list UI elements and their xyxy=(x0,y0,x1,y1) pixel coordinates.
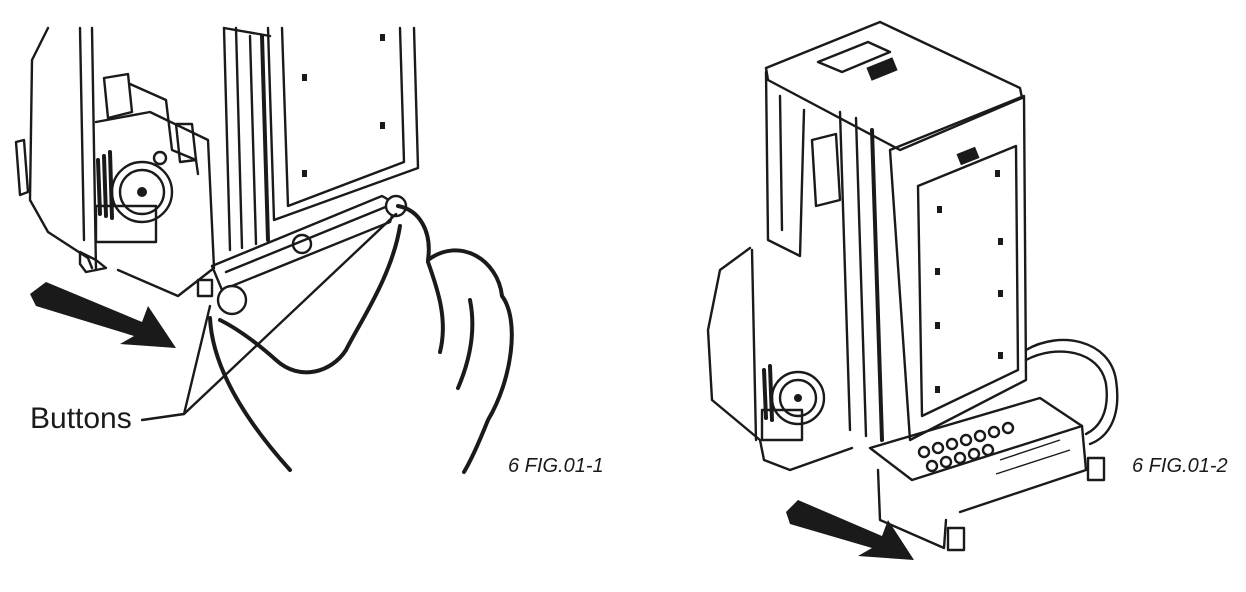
rail-top xyxy=(222,26,272,38)
tray-front xyxy=(876,468,948,550)
hand-fingers xyxy=(396,204,514,474)
latch-block xyxy=(102,72,134,120)
figure-2-drawing xyxy=(706,20,1119,560)
foot-bracket xyxy=(78,250,108,274)
hand-knuckle-1 xyxy=(426,260,445,354)
tray-handle xyxy=(946,526,966,552)
rail-1 xyxy=(222,26,232,252)
rail-2 xyxy=(234,26,244,250)
hand-outline xyxy=(208,316,292,472)
cassette-inner-frame xyxy=(280,26,406,208)
unit-latch xyxy=(810,132,842,208)
pull-arrow-1 xyxy=(30,282,176,348)
rotary-dial xyxy=(96,150,174,224)
top-display xyxy=(816,40,892,74)
cassette-2-clip xyxy=(956,146,980,166)
buttons-callout-label: Buttons xyxy=(30,402,132,435)
cassette-box xyxy=(266,26,420,222)
lower-housing-front xyxy=(750,248,758,442)
screw xyxy=(152,150,168,166)
hand-thumb xyxy=(218,318,348,375)
tray-end-tab xyxy=(1086,456,1106,482)
label-plate-2 xyxy=(760,408,804,442)
hand-knuckle-2 xyxy=(456,298,475,390)
label-plate xyxy=(94,204,158,244)
rail-4 xyxy=(260,34,270,242)
cassette-2-panel xyxy=(916,144,1020,418)
housing-inner-line xyxy=(78,26,86,242)
front-panel xyxy=(94,110,216,298)
tray-detail-2 xyxy=(995,449,1071,475)
rail-2-1 xyxy=(838,110,852,432)
cassette-rivets xyxy=(302,34,385,177)
figure-1-drawing xyxy=(14,26,514,474)
rail-3 xyxy=(248,34,258,246)
roller xyxy=(291,233,313,255)
top-clip xyxy=(866,57,898,81)
unit-left-detail xyxy=(778,94,784,232)
cassette-2-box xyxy=(888,94,1028,442)
lower-housing xyxy=(706,246,854,472)
rail-2-3 xyxy=(870,128,884,442)
side-tab xyxy=(14,138,30,197)
small-latch xyxy=(196,278,214,298)
release-bar-inner xyxy=(224,204,390,274)
rail-2-2 xyxy=(854,116,868,438)
housing-left-outline xyxy=(28,26,94,270)
callout-leader-right xyxy=(182,212,398,416)
figure-1-caption: 6 FIG.01-1 xyxy=(508,455,604,477)
cable-loop-inner xyxy=(1024,350,1108,436)
cassette-2-rivets xyxy=(935,170,1003,393)
cassette-handle xyxy=(174,122,198,164)
latch-arm xyxy=(128,82,200,176)
unit-left-side xyxy=(764,70,806,258)
figure-2-caption: 6 FIG.01-2 xyxy=(1132,455,1228,477)
tray-slots xyxy=(917,421,1015,473)
tray-side xyxy=(958,424,1088,514)
rotary-dial-2 xyxy=(762,364,826,426)
button-left xyxy=(216,284,248,316)
hand-crease xyxy=(344,224,402,352)
tray-detail-1 xyxy=(999,439,1061,461)
pull-arrow-2 xyxy=(786,500,914,560)
cable-loop xyxy=(1024,338,1119,446)
